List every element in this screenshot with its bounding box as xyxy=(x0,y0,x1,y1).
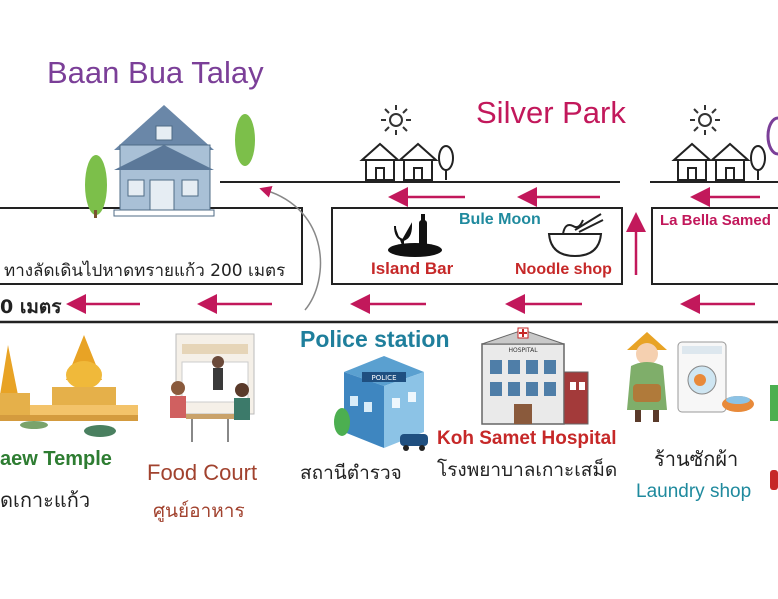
sun-icon xyxy=(690,105,720,135)
bule-moon-label: Bule Moon xyxy=(459,211,541,228)
sun-icon xyxy=(381,105,411,135)
laundry-label: Laundry shop xyxy=(636,481,752,502)
partial-red-mark xyxy=(770,470,778,490)
houses-icon xyxy=(359,142,454,181)
partial-icon xyxy=(770,385,778,421)
laundry-woman-icon xyxy=(627,332,667,422)
laundry-label-th: ร้านซักผ้า xyxy=(654,447,739,471)
island-bar-label: Island Bar xyxy=(371,259,454,278)
hospital-label-th: โรงพยาบาลเกาะเสม็ด xyxy=(437,459,618,481)
wine-glass-icon xyxy=(388,214,442,257)
silver-park-label: Silver Park xyxy=(476,95,626,130)
la-bella-logo-icon xyxy=(766,116,778,156)
hospital-sign: HOSPITAL xyxy=(508,347,538,354)
washing-machine-icon xyxy=(677,341,754,413)
police-station-label-th: สถานีตำรวจ xyxy=(300,462,402,484)
noodle-shop-label: Noodle shop xyxy=(515,261,612,278)
food-court-label: Food Court xyxy=(147,460,258,485)
noodle-bowl-icon xyxy=(547,213,604,258)
food-court-icon xyxy=(170,333,255,442)
distance-label: 0 เมตร xyxy=(0,296,62,318)
walkway-label: ทางลัดเดินไปหาดทรายแก้ว 200 เมตร xyxy=(4,261,286,281)
hospital-label: Koh Samet Hospital xyxy=(437,428,617,449)
baan-bua-talay-house-icon xyxy=(85,105,255,218)
police-station-label: Police station xyxy=(300,326,450,352)
temple-label: aew Temple xyxy=(0,448,112,470)
food-court-label-th: ศูนย์อาหาร xyxy=(153,500,245,522)
houses-icon xyxy=(671,142,766,181)
police-sign: POLICE xyxy=(371,374,396,382)
police-station-icon: POLICE xyxy=(334,356,428,451)
la-bella-samed-label: La Bella Samed xyxy=(660,212,771,229)
hospital-icon: HOSPITAL xyxy=(481,327,589,425)
temple-label-th: ดเกาะแก้ว xyxy=(0,488,91,512)
baan-bua-talay-label: Baan Bua Talay xyxy=(47,55,264,90)
temple-icon xyxy=(0,335,138,437)
